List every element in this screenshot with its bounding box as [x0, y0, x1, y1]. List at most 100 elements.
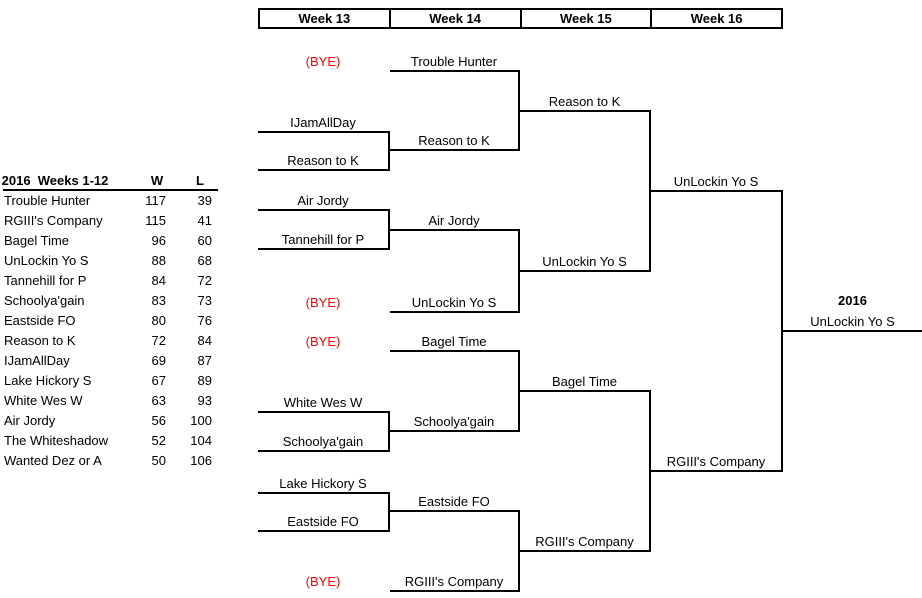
team-wins: 72: [151, 333, 166, 348]
slot-week14-6: Schoolya'gain: [390, 414, 518, 432]
standings-header-divider: [3, 189, 218, 191]
team-label: UnLockin Yo S: [411, 295, 497, 310]
week-header-cell: Week 14: [391, 10, 522, 27]
team-losses: 106: [190, 453, 212, 468]
team-name: RGIII's Company: [4, 213, 103, 228]
slot-week13-2: Reason to K: [258, 153, 388, 171]
team-name: UnLockin Yo S: [4, 253, 89, 268]
team-wins: 88: [151, 253, 166, 268]
team-name: Wanted Dez or A: [4, 453, 102, 468]
bracket-connector: [518, 350, 520, 432]
bracket-connector: [388, 209, 390, 250]
champion-label: UnLockin Yo S: [810, 314, 895, 329]
team-losses: 41: [197, 213, 212, 228]
team-name: White Wes W: [4, 393, 83, 408]
week-header-cell: Week 13: [260, 10, 391, 27]
team-label: Reason to K: [418, 133, 490, 148]
team-wins: 69: [151, 353, 166, 368]
table-row: Wanted Dez or A 50 106: [0, 451, 220, 471]
bracket-connector: [518, 229, 520, 313]
team-name: Schoolya'gain: [4, 293, 85, 308]
slot-week14-3: Air Jordy: [390, 213, 518, 231]
bye-label: (BYE): [305, 574, 341, 589]
team-losses: 73: [197, 293, 212, 308]
team-losses: 84: [197, 333, 212, 348]
team-wins: 63: [151, 393, 166, 408]
slot-week13-3: Air Jordy: [258, 193, 388, 211]
team-label: Reason to K: [287, 153, 359, 168]
team-label: UnLockin Yo S: [673, 174, 759, 189]
slot-week14-1: Trouble Hunter: [390, 54, 518, 72]
team-name: Trouble Hunter: [4, 193, 91, 208]
team-losses: 39: [197, 193, 212, 208]
team-label: Reason to K: [548, 94, 621, 109]
team-name: Eastside FO: [4, 313, 76, 328]
slot-week14-2: Reason to K: [390, 133, 518, 151]
slot-week14-4: UnLockin Yo S: [390, 295, 518, 313]
team-wins: 80: [151, 313, 166, 328]
bracket-week-header: Week 13 Week 14 Week 15 Week 16: [258, 8, 783, 29]
table-row: Trouble Hunter 117 39: [0, 191, 220, 211]
slot-week15-1: Reason to K: [520, 94, 649, 112]
team-name: Air Jordy: [4, 413, 56, 428]
slot-week15-4: RGIII's Company: [520, 534, 649, 552]
team-label: Tannehill for P: [281, 232, 365, 247]
bracket-connector: [388, 131, 390, 171]
bracket-connector: [781, 190, 783, 472]
slot-week15-3: Bagel Time: [520, 374, 649, 392]
team-wins: 96: [151, 233, 166, 248]
team-label: Air Jordy: [428, 213, 480, 228]
bracket-connector: [388, 492, 390, 532]
team-label: White Wes W: [283, 395, 363, 410]
slot-week13-7: Lake Hickory S: [258, 476, 388, 494]
slot-week13-6: Schoolya'gain: [258, 434, 388, 452]
team-label: RGIII's Company: [535, 534, 634, 549]
bye-label: (BYE): [305, 295, 341, 310]
team-wins: 52: [151, 433, 166, 448]
team-label: Air Jordy: [297, 193, 349, 208]
slot-week13-5: White Wes W: [258, 395, 388, 413]
team-label: IJamAllDay: [290, 115, 356, 130]
team-label: RGIII's Company: [666, 454, 766, 469]
team-losses: 89: [197, 373, 212, 388]
bracket-connector: [518, 70, 520, 151]
team-name: IJamAllDay: [4, 353, 70, 368]
team-wins: 115: [145, 213, 166, 228]
slot-week14-5: Bagel Time: [390, 334, 518, 352]
team-label: Bagel Time: [421, 334, 487, 349]
team-wins: 56: [151, 413, 166, 428]
slot-champion: UnLockin Yo S: [783, 314, 922, 332]
team-label: Eastside FO: [287, 514, 359, 529]
slot-week13-4: Tannehill for P: [258, 232, 388, 250]
slot-week15-2: UnLockin Yo S: [520, 254, 649, 272]
team-wins: 50: [151, 453, 166, 468]
bye-label: (BYE): [305, 54, 341, 69]
bracket-connector: [649, 390, 651, 552]
team-label: Trouble Hunter: [410, 54, 498, 69]
bracket-connector: [518, 510, 520, 592]
team-label: Schoolya'gain: [413, 414, 495, 429]
team-label: Eastside FO: [418, 494, 490, 509]
standings-title: 2016 Weeks 1-12: [1, 173, 109, 188]
team-losses: 100: [190, 413, 212, 428]
team-losses: 87: [197, 353, 212, 368]
team-losses: 60: [197, 233, 212, 248]
team-losses: 76: [197, 313, 212, 328]
week-header-cell: Week 15: [522, 10, 653, 27]
week-header-cell: Week 16: [690, 11, 743, 26]
table-row: IJamAllDay 69 87: [0, 351, 220, 371]
table-row: Air Jordy 56 100: [0, 411, 220, 431]
standings-wins-header: W: [150, 173, 164, 188]
team-label: Bagel Time: [551, 374, 618, 389]
team-name: Bagel Time: [4, 233, 70, 248]
team-wins: 117: [145, 193, 166, 208]
team-name: Reason to K: [4, 333, 76, 348]
team-label: RGIII's Company: [404, 574, 504, 589]
table-row: Bagel Time 96 60: [0, 231, 220, 251]
